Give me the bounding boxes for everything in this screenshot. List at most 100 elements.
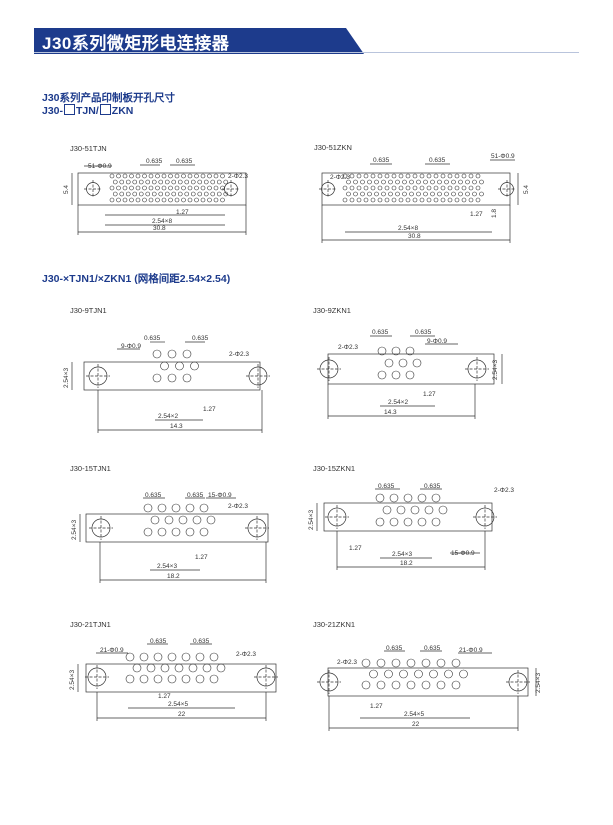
pin-hole (200, 197, 206, 203)
subtitle-end: ZKN (111, 105, 134, 117)
pin-hole (220, 173, 225, 179)
pin-hole (129, 197, 134, 203)
pin-hole (405, 370, 415, 380)
pin-hole (451, 179, 456, 185)
pin-hole (223, 179, 229, 185)
pin-hole (109, 173, 115, 179)
pin-hole (164, 191, 170, 197)
pin-hole (135, 173, 141, 179)
pin-hole (160, 361, 169, 371)
pin-hole (122, 173, 128, 179)
pin-hole (143, 527, 153, 537)
drawing-9tjn1 (71, 341, 270, 433)
pin-hole (454, 173, 460, 179)
pin-hole (384, 197, 390, 203)
pin-hole (412, 358, 422, 368)
pin-hole (421, 680, 431, 690)
pin-hole (405, 346, 415, 356)
drawing-15tjn1 (79, 497, 269, 583)
pin-hole (164, 515, 174, 525)
pin-hole (447, 173, 453, 179)
dim-p2-21tjn1: 0.635 (193, 638, 210, 645)
pin-hole (167, 349, 177, 359)
pin-hole (437, 191, 442, 197)
pin-hole (177, 179, 183, 185)
pin-hole (436, 680, 446, 690)
pin-hole (360, 179, 365, 185)
dim-half-21tjn1: 1.27 (158, 693, 171, 700)
pin-hole (190, 179, 196, 185)
pin-hole (398, 173, 404, 179)
pin-hole (367, 179, 372, 185)
pin-hole (412, 185, 418, 191)
pin-hole (376, 680, 386, 690)
pin-hole (382, 505, 392, 515)
pin-hole (417, 517, 427, 527)
drawing-15zkn1 (316, 488, 497, 570)
dim-holes-9tjn1: 9-Φ0.9 (121, 343, 141, 350)
pin-hole (167, 674, 177, 684)
pin-hole (412, 197, 418, 203)
pin-hole (184, 191, 190, 197)
pin-hole (199, 527, 209, 537)
pin-hole (377, 346, 387, 356)
dim-p2-15zkn1: 0.635 (424, 483, 441, 490)
dim-v-15tjn1: 2.54×3 (71, 520, 78, 540)
pin-hole (109, 197, 115, 203)
pin-hole (138, 191, 144, 197)
drawing-label-9tjn1: J30-9TJN1 (70, 306, 107, 315)
pin-hole (360, 191, 365, 197)
pin-hole (430, 179, 435, 185)
pin-hole (342, 197, 348, 203)
pin-hole (433, 197, 439, 203)
pin-hole (145, 191, 151, 197)
dim-pitch-51zkn: 2.54×8 (398, 225, 418, 232)
pin-hole (167, 373, 177, 383)
header-banner-shape (34, 28, 364, 54)
pin-hole (207, 185, 212, 191)
pin-hole (472, 191, 477, 197)
pin-hole (391, 370, 401, 380)
pin-hole (479, 179, 484, 185)
pin-hole (152, 349, 162, 359)
pin-hole (346, 179, 351, 185)
pin-hole (419, 173, 425, 179)
pin-hole (468, 173, 474, 179)
subtitle-mid: TJN/ (76, 105, 99, 117)
pin-hole (388, 191, 393, 197)
dim-mount-15tjn1: 2-Φ2.3 (228, 503, 248, 510)
pin-hole (346, 191, 351, 197)
pin-hole (150, 515, 160, 525)
pin-hole (209, 674, 219, 684)
pin-hole (153, 652, 163, 662)
pin-hole (181, 674, 191, 684)
pin-hole (195, 674, 205, 684)
dim-total-51tjn: 30.8 (153, 225, 166, 232)
pin-hole (129, 173, 134, 179)
pin-hole (139, 674, 149, 684)
pin-hole (210, 191, 216, 197)
pin-hole (402, 179, 407, 185)
pin-hole (164, 179, 170, 185)
pin-hole (475, 173, 481, 179)
pin-hole (381, 191, 386, 197)
pin-hole (423, 179, 428, 185)
pin-hole (444, 179, 449, 185)
pin-hole (181, 652, 191, 662)
pin-hole (349, 185, 355, 191)
pin-hole (125, 179, 131, 185)
pin-hole (181, 185, 186, 191)
pin-hole (370, 173, 376, 179)
pin-hole (119, 191, 125, 197)
dim-v-9tjn1: 2.54×3 (63, 368, 70, 388)
pin-hole (405, 173, 411, 179)
pin-hole (391, 185, 397, 191)
pin-hole (370, 185, 376, 191)
pin-hole (223, 191, 229, 197)
pin-hole (171, 179, 177, 185)
pin-hole (406, 658, 416, 668)
pin-hole (396, 505, 406, 515)
pin-hole (361, 658, 371, 668)
pin-hole (151, 179, 157, 185)
